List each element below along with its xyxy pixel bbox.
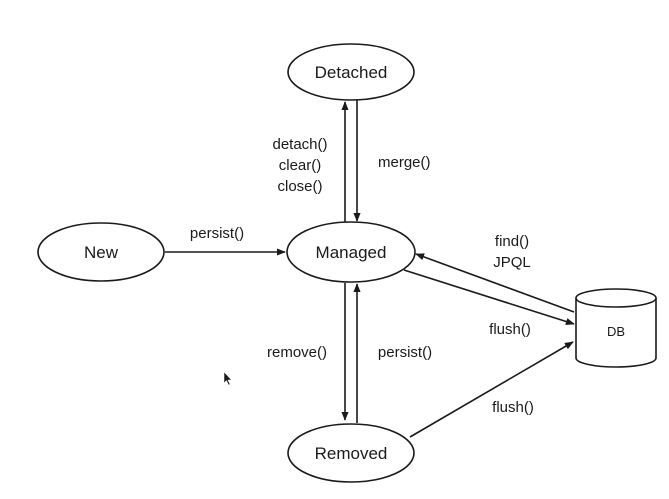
node-managed-label: Managed <box>316 243 387 262</box>
label-detach: detach() <box>272 136 327 153</box>
node-detached-label: Detached <box>315 63 388 82</box>
label-flush-managed: flush() <box>489 321 531 338</box>
node-removed: Removed <box>287 423 415 483</box>
node-removed-label: Removed <box>315 444 388 463</box>
node-new: New <box>37 222 165 282</box>
node-db-label: DB <box>607 324 625 339</box>
label-jpql: JPQL <box>493 254 531 271</box>
node-detached: Detached <box>287 43 415 101</box>
edge-removed-to-db <box>409 341 574 438</box>
edge-managed-to-db <box>403 269 575 325</box>
mouse-cursor-icon <box>223 371 233 386</box>
label-remove: remove() <box>267 344 327 361</box>
label-clear: clear() <box>279 157 322 174</box>
label-flush-removed: flush() <box>492 399 534 416</box>
node-managed: Managed <box>286 221 416 283</box>
label-find: find() <box>495 233 529 250</box>
label-detach-group: detach() clear() close() <box>272 136 327 195</box>
label-persist-removed: persist() <box>378 344 432 361</box>
node-db: DB <box>575 288 657 368</box>
edge-db-to-managed <box>415 253 575 313</box>
label-persist-new: persist() <box>190 225 244 242</box>
node-new-label: New <box>84 243 119 262</box>
label-close: close() <box>277 178 322 195</box>
label-merge: merge() <box>378 154 431 171</box>
label-find-group: find() JPQL <box>493 233 531 271</box>
